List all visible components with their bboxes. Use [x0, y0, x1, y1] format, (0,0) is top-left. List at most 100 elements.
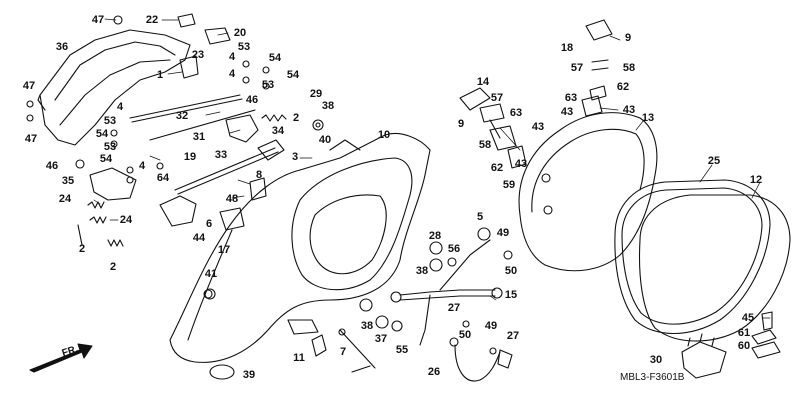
callout-label: 53: [261, 79, 275, 91]
callout-label: 9: [457, 118, 465, 130]
callout-label: 49: [484, 320, 498, 332]
callout-label: 54: [99, 153, 113, 165]
callout-label: 23: [191, 49, 205, 61]
callout-label: 55: [395, 344, 409, 356]
callout-label: 8: [255, 169, 263, 181]
callout-label: 24: [58, 193, 72, 205]
callout-label: 40: [318, 134, 332, 146]
callout-label: 36: [55, 41, 69, 53]
callout-label: 53: [237, 41, 251, 53]
callout-label: 15: [504, 289, 518, 301]
callout-label: 28: [428, 230, 442, 242]
rubber-foot: [209, 364, 235, 380]
callout-label: 32: [175, 110, 189, 122]
callout-label: 27: [506, 330, 520, 342]
front-arrow-icon: [29, 343, 93, 373]
callout-label: 1: [156, 69, 164, 81]
callout-label: 25: [707, 155, 721, 167]
callout-label: 11: [293, 352, 305, 364]
callout-label: 2: [292, 112, 300, 124]
callout-label: 43: [622, 104, 636, 116]
callout-label: 2: [78, 243, 86, 255]
leader-lines: [93, 18, 771, 319]
callout-label: 38: [360, 320, 374, 332]
callout-label: 46: [245, 94, 259, 106]
callout-label: 13: [641, 112, 655, 124]
callout-label: 53: [103, 141, 117, 153]
callout-label: 9: [624, 32, 632, 44]
callout-label: 49: [496, 227, 510, 239]
callout-label: 4: [138, 160, 146, 172]
callout-label: 59: [502, 179, 516, 191]
callout-label: 56: [447, 243, 461, 255]
callout-label: 12: [749, 174, 763, 186]
callout-label: 4: [228, 68, 236, 80]
callout-label: 57: [490, 92, 504, 104]
bottom-latch: [681, 311, 781, 379]
callout-label: 14: [476, 76, 490, 88]
callout-label: 26: [427, 366, 441, 378]
center-screws: [203, 227, 513, 355]
callout-label: 5: [476, 211, 484, 223]
callout-label: 31: [192, 131, 206, 143]
callout-label: 47: [91, 14, 105, 26]
callout-label: 17: [217, 244, 231, 256]
stay-arm: [390, 239, 513, 382]
callout-label: 34: [271, 125, 285, 137]
callout-label: 18: [560, 42, 574, 54]
callout-label: 54: [268, 52, 282, 64]
callout-label: 54: [95, 128, 109, 140]
diagram-code: MBL3-F3601B: [620, 372, 685, 383]
callout-label: 50: [458, 329, 472, 341]
springs-and-bolts: [26, 15, 324, 300]
callout-label: 48: [225, 193, 239, 205]
callout-label: 58: [478, 139, 492, 151]
callout-label: 62: [616, 81, 630, 93]
callout-label: 43: [531, 121, 545, 133]
latch-brackets: [89, 13, 285, 231]
callout-label: 29: [309, 88, 323, 100]
callout-label: 50: [504, 265, 518, 277]
callout-label: 43: [514, 158, 528, 170]
callout-label: 4: [116, 101, 124, 113]
callout-label: 38: [321, 100, 335, 112]
callout-label: 58: [622, 62, 636, 74]
callout-label: 44: [192, 232, 206, 244]
link-rods: [129, 94, 279, 195]
callout-label: 57: [570, 62, 584, 74]
callout-label: 19: [183, 151, 197, 163]
lock-cylinder: [287, 319, 376, 373]
callout-label: 63: [509, 107, 523, 119]
callout-label: 41: [204, 268, 218, 280]
callout-label: 6: [205, 218, 213, 230]
callout-label: 54: [286, 69, 300, 81]
callout-label: 38: [415, 265, 429, 277]
callout-label: 62: [490, 162, 504, 174]
seal-gasket: [614, 179, 771, 335]
callout-label: 3: [291, 151, 299, 163]
upper-cover-part: [37, 29, 191, 146]
callout-label: 22: [145, 14, 159, 26]
callout-label: 39: [242, 369, 256, 381]
callout-label: 7: [339, 346, 347, 358]
callout-label: 53: [103, 115, 117, 127]
callout-label: 2: [109, 261, 117, 273]
callout-label: 63: [564, 92, 578, 104]
callout-label: 4: [228, 51, 236, 63]
right-case-inner: [518, 112, 658, 272]
callout-label: 30: [649, 354, 663, 366]
callout-label: 47: [22, 80, 36, 92]
right-lid: [638, 194, 791, 342]
callout-label: 47: [24, 133, 38, 145]
callout-label: 35: [61, 175, 75, 187]
callout-label: 33: [214, 149, 228, 161]
callout-label: 20: [233, 27, 247, 39]
left-case-body: [169, 132, 431, 363]
callout-label: 45: [741, 312, 755, 324]
callout-label: 46: [45, 160, 59, 172]
callout-label: 60: [737, 340, 751, 352]
callout-label: 10: [377, 129, 391, 141]
callout-label: 61: [737, 327, 751, 339]
